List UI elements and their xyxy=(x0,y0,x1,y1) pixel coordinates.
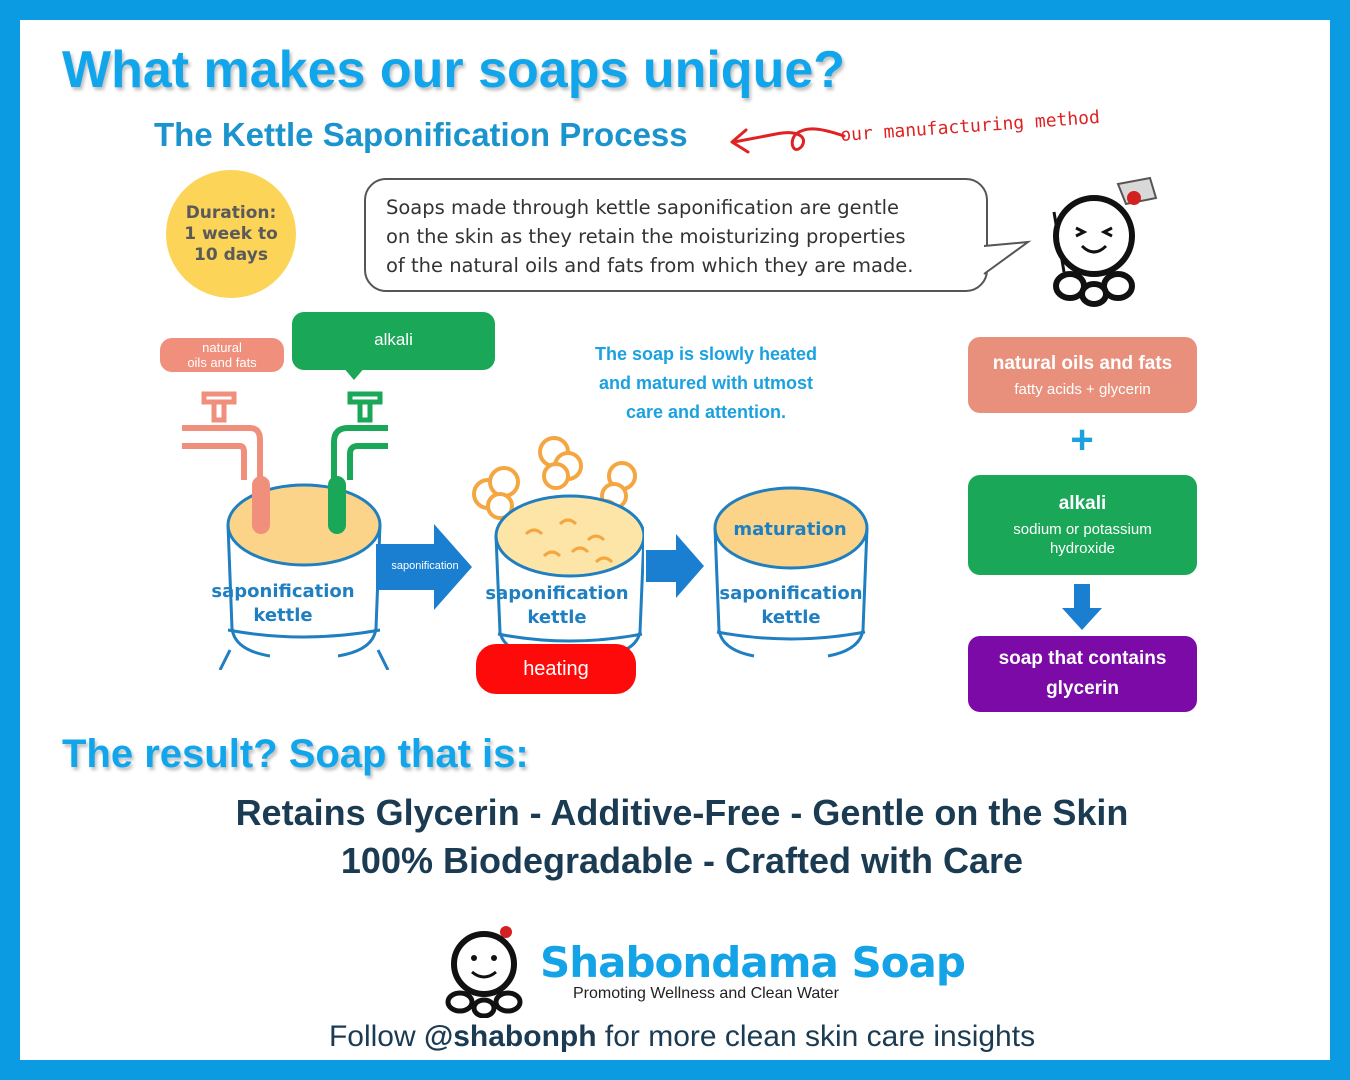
duration-label: Duration: xyxy=(185,202,277,223)
down-arrow-icon xyxy=(1062,584,1102,630)
saponification-arrow-label: saponification xyxy=(391,560,459,572)
brand-name: Shabondama Soap xyxy=(540,938,966,987)
heated-line: care and attention. xyxy=(625,402,787,422)
mascot-icon xyxy=(1052,176,1158,307)
heating-badge: heating xyxy=(476,644,636,694)
speech-line: of the natural oils and fats from which … xyxy=(386,254,914,277)
alkali-formula-sub: sodium or potassium xyxy=(1013,521,1152,538)
oils-formula-sub: fatty acids + glycerin xyxy=(1014,380,1151,398)
page-title: What makes our soaps unique? xyxy=(62,41,846,99)
alkali-tap-label: alkali xyxy=(292,312,495,370)
oils-tap-line1: natural xyxy=(202,340,242,355)
benefits-line-2: 100% Biodegradable - Crafted with Care xyxy=(340,840,1024,881)
oils-tap-label: natural oils and fats xyxy=(160,338,284,372)
alkali-formula-sub: hydroxide xyxy=(1049,540,1116,557)
duration-badge: Duration: 1 week to 10 days xyxy=(166,170,296,298)
benefits-line-1: Retains Glycerin - Additive-Free - Gentl… xyxy=(235,792,1129,833)
kettle-label-line: kettle xyxy=(761,607,821,628)
kettle-label-2: saponification kettle xyxy=(482,582,632,630)
pointer-arrow-icon xyxy=(730,127,846,154)
oils-formula-title: natural oils and fats xyxy=(992,352,1173,374)
kettle-label-line: kettle xyxy=(253,605,313,626)
alkali-label-tail-icon xyxy=(342,366,366,380)
soap-result-card: soap that contains glycerin xyxy=(968,636,1197,712)
infographic-panel: What makes our soaps unique? The Kettle … xyxy=(20,20,1330,1060)
heated-line: and matured with utmost xyxy=(598,373,813,393)
oils-tap-line2: oils and fats xyxy=(187,355,257,370)
follow-prefix: Follow xyxy=(328,1020,424,1053)
duration-line2: 10 days xyxy=(194,244,268,265)
kettle-label-3: saponification kettle xyxy=(716,582,866,630)
kettle-label-line: saponification xyxy=(211,581,355,602)
brand-tagline: Promoting Wellness and Clean Water xyxy=(573,985,839,1002)
kettle-label-1: saponification kettle xyxy=(208,580,358,628)
heating-text: heating xyxy=(523,657,589,680)
duration-line1: 1 week to xyxy=(184,223,278,244)
alkali-formula-title: alkali xyxy=(1058,493,1107,514)
saponification-arrow-icon xyxy=(376,524,472,610)
mascot-logo-icon xyxy=(445,926,523,1018)
kettle-illustration-1 xyxy=(182,391,390,670)
social-handle-link[interactable]: @shabonph xyxy=(423,1020,597,1053)
process-subtitle: The Kettle Saponification Process xyxy=(154,116,688,153)
kettle-label-line: saponification xyxy=(485,583,629,604)
speech-bubble: Soaps made through kettle saponification… xyxy=(364,178,988,292)
follow-suffix: for more clean skin care insights xyxy=(596,1020,1036,1053)
follow-line: Follow @shabonph for more clean skin car… xyxy=(20,1020,1344,1054)
alkali-tap-text: alkali xyxy=(374,330,413,349)
kettle-label-line: saponification xyxy=(719,583,863,604)
kettle-illustration-2 xyxy=(472,436,644,656)
method-note: our manufacturing method xyxy=(839,106,1101,147)
alkali-formula-card: alkali sodium or potassium hydroxide xyxy=(968,475,1197,575)
speech-line: Soaps made through kettle saponification… xyxy=(386,196,900,219)
result-heading: The result? Soap that is: xyxy=(62,732,529,776)
soap-result-line: glycerin xyxy=(1046,678,1119,699)
heated-description: The soap is slowly heated and matured wi… xyxy=(576,340,836,427)
speech-tail-icon xyxy=(983,240,1032,275)
maturation-label: maturation xyxy=(733,519,847,540)
plus-sign: + xyxy=(1070,418,1094,462)
kettle-label-line: kettle xyxy=(527,607,587,628)
kettle-illustration-3 xyxy=(713,486,869,658)
speech-line: on the skin as they retain the moisturiz… xyxy=(386,225,906,248)
soap-result-line: soap that contains xyxy=(998,648,1167,669)
process-arrow-icon xyxy=(646,534,704,598)
heated-line: The soap is slowly heated xyxy=(594,344,818,364)
oils-formula-card: natural oils and fats fatty acids + glyc… xyxy=(968,337,1197,413)
